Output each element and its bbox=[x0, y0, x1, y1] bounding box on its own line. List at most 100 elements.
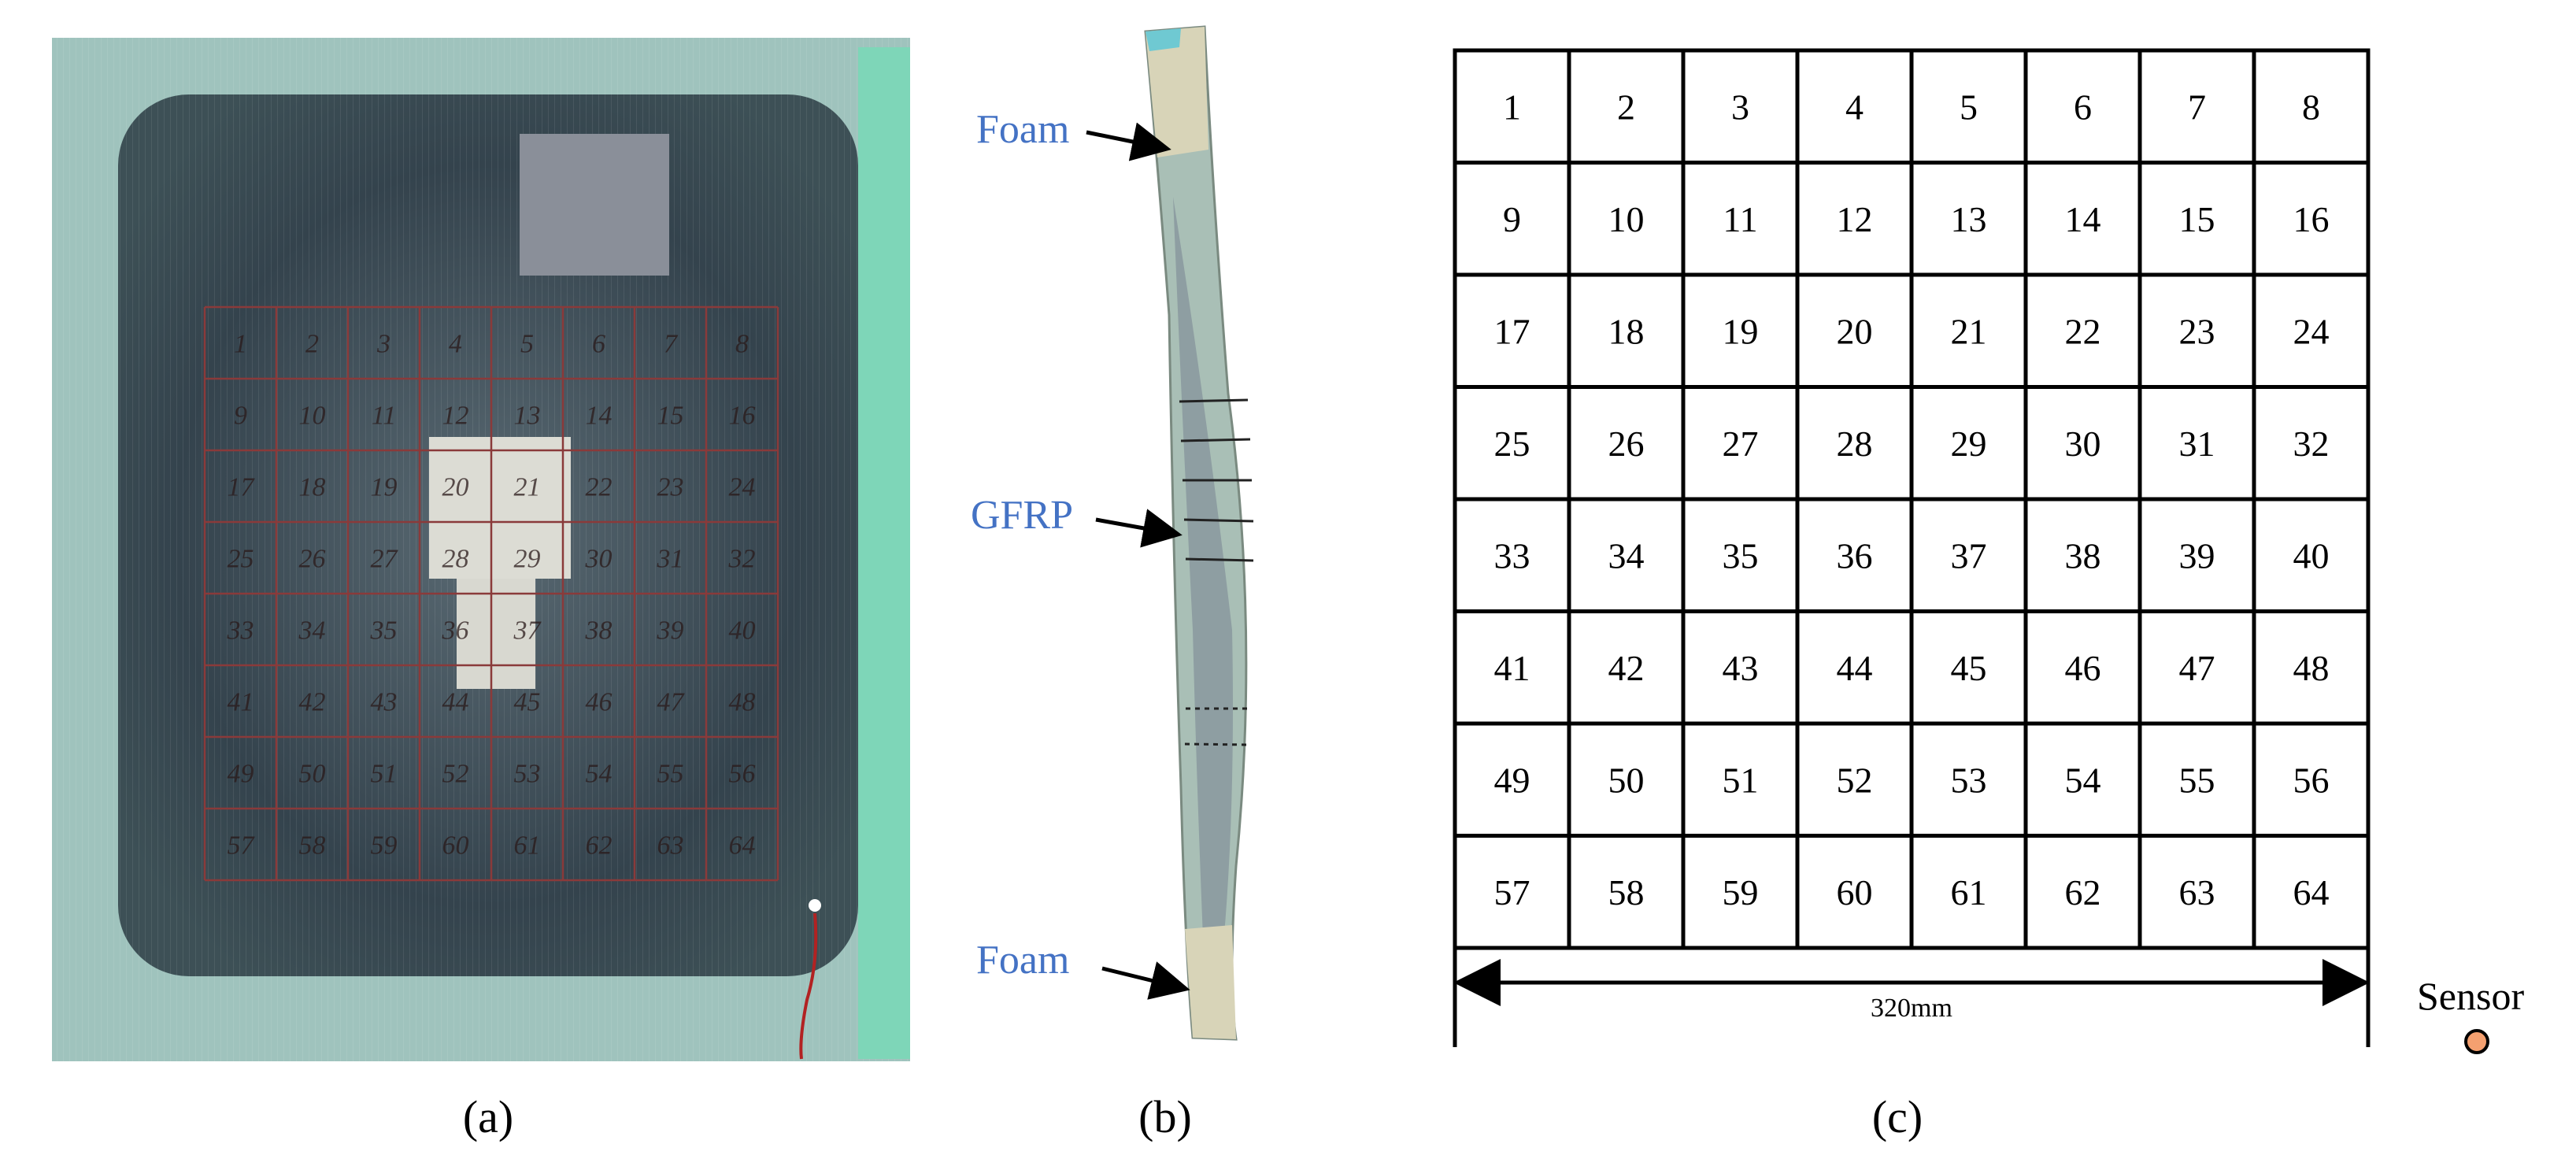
handwritten-number: 49 bbox=[228, 760, 254, 789]
handwritten-number: 57 bbox=[228, 831, 256, 861]
handwritten-number: 3 bbox=[376, 330, 390, 359]
grid-cell-number: 45 bbox=[1951, 648, 1987, 688]
grid-cell bbox=[2137, 497, 2256, 613]
handwritten-number: 25 bbox=[228, 545, 254, 574]
specimen-top-patch bbox=[520, 134, 669, 276]
handwritten-number: 22 bbox=[586, 473, 613, 502]
grid-cell bbox=[1453, 609, 1571, 726]
grid-cell bbox=[1453, 497, 1571, 613]
grid-cell-number: 43 bbox=[1723, 648, 1759, 688]
grid-cell bbox=[2137, 272, 2256, 389]
handwritten-number: 8 bbox=[735, 330, 749, 359]
handwritten-number: 58 bbox=[299, 831, 326, 861]
grid-cell-number: 27 bbox=[1723, 424, 1759, 464]
grid-cell-number: 57 bbox=[1494, 872, 1530, 912]
grid-cell bbox=[2023, 161, 2142, 277]
handwritten-number: 18 bbox=[299, 473, 326, 502]
grid-cell-number: 3 bbox=[1731, 87, 1749, 127]
handwritten-number: 26 bbox=[299, 545, 326, 574]
grid-cell bbox=[1453, 272, 1571, 389]
handwritten-number: 36 bbox=[442, 616, 469, 646]
grid-cell-number: 35 bbox=[1723, 535, 1759, 576]
grid-cell-number: 56 bbox=[2293, 760, 2330, 800]
grid-cell bbox=[1681, 48, 1800, 165]
grid-cell-number: 13 bbox=[1951, 199, 1987, 239]
gfrp-label: GFRP bbox=[971, 493, 1074, 538]
grid-cell-number: 53 bbox=[1951, 760, 1987, 800]
handwritten-number: 10 bbox=[299, 402, 326, 431]
handwritten-number: 2 bbox=[305, 330, 319, 359]
grid-cell bbox=[2252, 48, 2371, 165]
grid-cell bbox=[1909, 834, 2028, 950]
grid-cell-number: 21 bbox=[1951, 311, 1987, 351]
handwritten-number: 56 bbox=[729, 760, 756, 789]
grid-cell bbox=[1453, 161, 1571, 277]
grid-cell-number: 60 bbox=[1837, 872, 1873, 912]
grid-cell bbox=[2252, 609, 2371, 726]
handwritten-number: 61 bbox=[514, 831, 541, 861]
grid-cell bbox=[2023, 272, 2142, 389]
grid-cell-number: 54 bbox=[2065, 760, 2101, 800]
grid-cell-number: 47 bbox=[2179, 648, 2215, 688]
grid-cell bbox=[2252, 721, 2371, 838]
handwritten-number: 23 bbox=[657, 473, 684, 502]
grid-cell bbox=[2137, 385, 2256, 502]
grid-cell bbox=[1909, 497, 2028, 613]
grid-cell-number: 39 bbox=[2179, 535, 2215, 576]
grid-cell-number: 6 bbox=[2074, 87, 2092, 127]
grid-cell bbox=[1909, 609, 2028, 726]
grid-cell-number: 61 bbox=[1951, 872, 1987, 912]
grid-cell bbox=[1567, 834, 1686, 950]
grid-cell bbox=[2252, 272, 2371, 389]
grid-cell bbox=[1681, 497, 1800, 613]
grid-cell bbox=[1567, 48, 1686, 165]
grid-cell-number: 62 bbox=[2065, 872, 2101, 912]
grid-cell bbox=[2023, 497, 2142, 613]
foam-top-arrow bbox=[1086, 122, 1171, 161]
grid-cell bbox=[1453, 721, 1571, 838]
grid-cell bbox=[1681, 272, 1800, 389]
grid-cell bbox=[1795, 272, 1914, 389]
grid-cell bbox=[1909, 161, 2028, 277]
grid-cell bbox=[2252, 497, 2371, 613]
grid-cell bbox=[1681, 161, 1800, 277]
handwritten-number: 32 bbox=[728, 545, 756, 574]
grid-cell-number: 59 bbox=[1723, 872, 1759, 912]
handwritten-number: 28 bbox=[442, 545, 469, 574]
foam-bottom-arrow bbox=[1101, 961, 1190, 1000]
handwritten-number: 46 bbox=[586, 688, 613, 717]
grid-cell-number: 16 bbox=[2293, 199, 2330, 239]
handwritten-number: 50 bbox=[299, 760, 326, 789]
grid-cell-number: 2 bbox=[1617, 87, 1635, 127]
handwritten-number: 34 bbox=[298, 616, 326, 646]
handwritten-number: 14 bbox=[586, 402, 613, 431]
handwritten-number: 51 bbox=[371, 760, 398, 789]
handwritten-number: 21 bbox=[514, 473, 541, 502]
grid-cell-number: 46 bbox=[2065, 648, 2101, 688]
sensor-dot-photo bbox=[809, 899, 821, 912]
handwritten-number: 1 bbox=[234, 330, 247, 359]
handwritten-number: 48 bbox=[729, 688, 756, 717]
grid-cell-number: 51 bbox=[1723, 760, 1759, 800]
grid-cell bbox=[1909, 48, 2028, 165]
grid-cell-number: 15 bbox=[2179, 199, 2215, 239]
handwritten-number: 6 bbox=[592, 330, 605, 359]
handwritten-number: 52 bbox=[442, 760, 469, 789]
sensor-dot bbox=[2464, 1029, 2489, 1054]
grid-cell bbox=[1795, 161, 1914, 277]
grid-cell bbox=[1681, 721, 1800, 838]
grid-cell bbox=[2023, 609, 2142, 726]
foam-bottom-label: Foam bbox=[976, 938, 1070, 983]
handwritten-number: 5 bbox=[520, 330, 534, 359]
grid-cell bbox=[2023, 721, 2142, 838]
handwritten-number: 15 bbox=[657, 402, 684, 431]
handwritten-number: 17 bbox=[228, 473, 256, 502]
grid-cell-number: 7 bbox=[2188, 87, 2206, 127]
handwritten-number: 39 bbox=[657, 616, 684, 646]
grid-cell-number: 30 bbox=[2065, 424, 2101, 464]
caption-a: (a) bbox=[462, 1091, 514, 1142]
grid-cell bbox=[1567, 385, 1686, 502]
grid-cell bbox=[2137, 834, 2256, 950]
grid-cell bbox=[1567, 272, 1686, 389]
